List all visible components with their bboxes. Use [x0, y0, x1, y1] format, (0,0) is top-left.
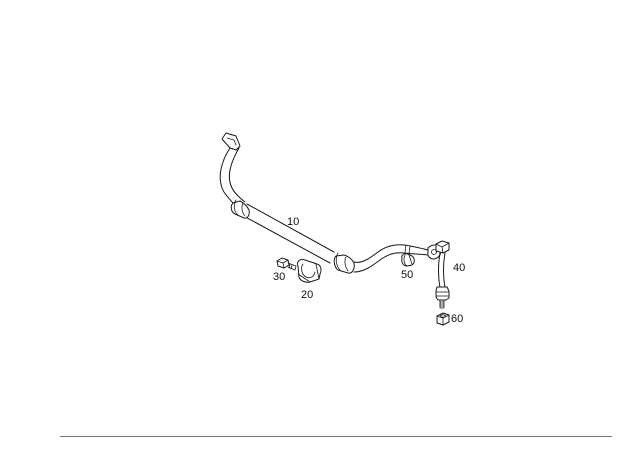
callout-40: 40	[453, 262, 465, 274]
connecting-link	[435, 240, 450, 309]
stabilizer-bar	[219, 132, 442, 274]
nut	[436, 312, 450, 326]
rubber-mount	[401, 253, 415, 267]
callout-30: 30	[273, 271, 285, 283]
bolt	[276, 257, 297, 271]
callout-10: 10	[287, 216, 299, 228]
callout-50: 50	[401, 269, 413, 281]
callout-60: 60	[451, 313, 463, 325]
callout-20: 20	[301, 289, 313, 301]
footer-divider	[60, 436, 612, 437]
bracket-clamp	[297, 259, 322, 283]
